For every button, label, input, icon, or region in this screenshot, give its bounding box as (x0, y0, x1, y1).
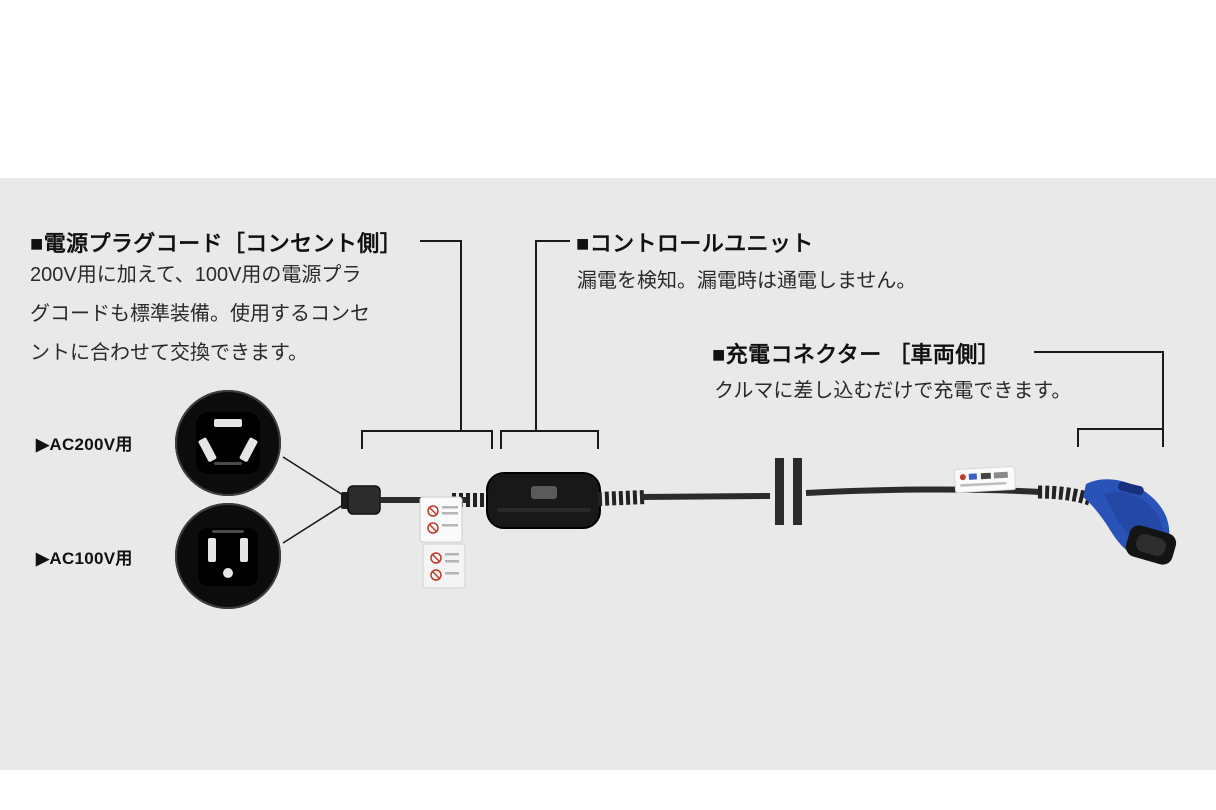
charge-connector-title: ■充電コネクター ［車両側］ (712, 342, 1001, 367)
charging-cable-assembly (341, 458, 1177, 589)
connector-latch (1118, 481, 1144, 496)
power-plug-100v-photo (175, 503, 281, 609)
cable-segment-middle (639, 493, 771, 500)
power-plug-200v-photo (175, 390, 281, 496)
leader-lines (282, 240, 1164, 544)
charge-connector-description: クルマに差し込むだけで充電できます。 (714, 380, 1072, 402)
ac100v-label: ▶AC100V用 (36, 549, 133, 568)
plug-cord-title: ■電源プラグコード［コンセント側］ (30, 231, 403, 256)
ac200v-label: ▶AC200V用 (36, 435, 133, 454)
control-unit-bracket (500, 430, 599, 449)
connector-bracket (1077, 428, 1163, 447)
bottom-white-strip (0, 770, 1216, 810)
cable-break-icon (775, 458, 802, 525)
strain-relief-right (597, 490, 647, 506)
warning-tag (419, 496, 466, 589)
control-unit-logo (531, 486, 557, 499)
outlet-plug-connector (341, 485, 381, 515)
connector-strain-relief (1037, 485, 1092, 506)
control-unit-description: 漏電を検知。漏電時は通電しません。 (577, 270, 917, 292)
ev-charging-connector (1037, 479, 1177, 565)
spec-tag (954, 466, 1016, 493)
cable-segment-right (805, 486, 1041, 496)
top-white-strip (0, 0, 1216, 178)
plug-cord-description: 200V用に加えて、100V用の電源プラグコードも標準装備。使用するコンセントに… (30, 264, 370, 364)
plug-cord-bracket (361, 430, 493, 449)
control-unit-box (486, 472, 601, 529)
control-unit-title: ■コントロールユニット (576, 231, 814, 256)
